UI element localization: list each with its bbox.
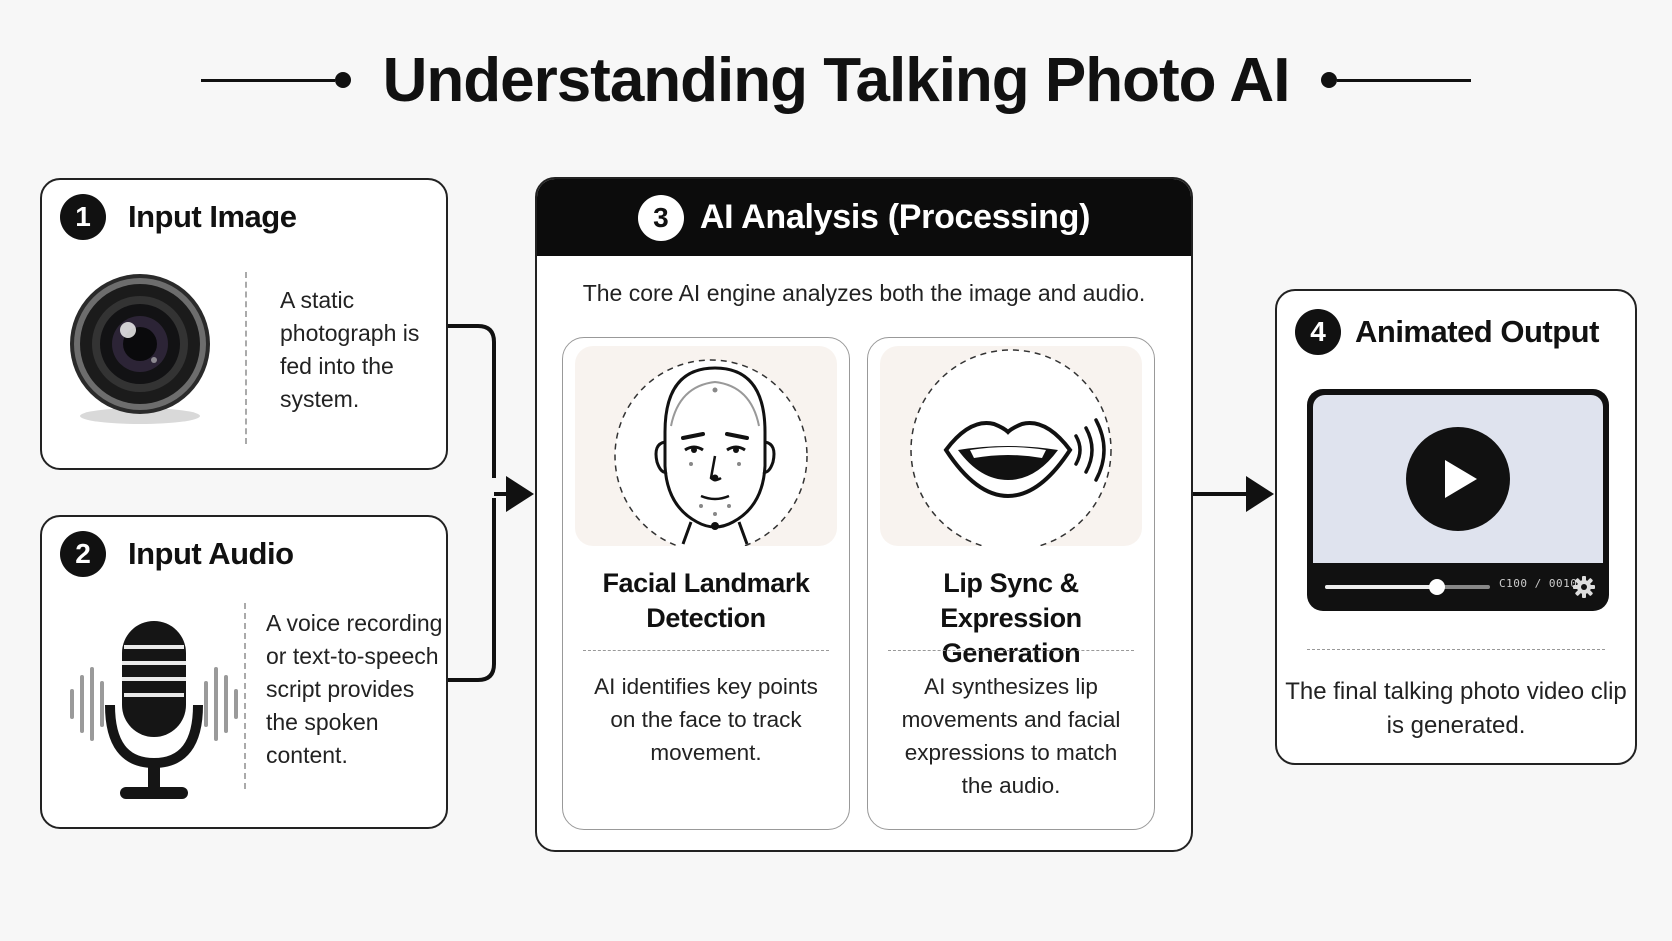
gear-icon[interactable] — [1572, 575, 1596, 599]
facial-landmark-title: Facial Landmark Detection — [602, 568, 810, 633]
step-badge: 4 — [1295, 309, 1341, 355]
lip-sync-description: AI synthesizes lip movements and facial … — [901, 674, 1121, 798]
lip-sync-art — [880, 346, 1142, 546]
animated-output-rule — [1307, 649, 1605, 650]
step-badge: 2 — [60, 531, 106, 577]
input-audio-divider — [244, 603, 246, 789]
play-icon — [1445, 460, 1477, 498]
title-decoration-right — [1321, 72, 1472, 88]
progress-slider[interactable] — [1325, 579, 1490, 595]
title-decoration-left — [200, 72, 351, 88]
input-image-card: 1 Input Image A static photograph is fed… — [40, 178, 448, 470]
animated-output-description: The final talking photo video clip is ge… — [1285, 678, 1627, 739]
lip-sync-rule — [888, 650, 1134, 651]
player-controls: С100 / 0010 — [1307, 563, 1609, 611]
arrow-to-output-icon — [1246, 476, 1274, 512]
facial-landmark-module: Facial Landmark Detection AI identifies … — [562, 337, 850, 830]
title-row: Understanding Talking Photo AI — [0, 40, 1672, 120]
ai-analysis-card: 3 AI Analysis (Processing) The core AI e… — [535, 177, 1193, 852]
camera-lens-icon — [70, 274, 210, 424]
animated-output-title: Animated Output — [1355, 314, 1599, 349]
page-title: Understanding Talking Photo AI — [382, 45, 1291, 115]
face-landmark-icon — [614, 359, 808, 546]
input-audio-title: Input Audio — [128, 536, 294, 571]
animated-output-header: 4 Animated Output — [1295, 309, 1599, 355]
input-audio-description: A voice recording or text-to-speech scri… — [266, 610, 443, 768]
input-audio-header: 2 Input Audio — [60, 531, 294, 577]
lips-sound-icon — [910, 349, 1112, 546]
input-image-title: Input Image — [128, 199, 297, 234]
video-screen — [1313, 395, 1603, 563]
lip-sync-title: Lip Sync & Expression Generation — [940, 568, 1082, 668]
arrow-to-processing-icon — [506, 476, 534, 512]
facial-landmark-description: AI identifies key points on the face to … — [594, 674, 818, 765]
lip-sync-module: Lip Sync & Expression Generation AI synt… — [867, 337, 1155, 830]
ai-analysis-header: 3 AI Analysis (Processing) — [537, 179, 1191, 256]
input-image-header: 1 Input Image — [60, 194, 297, 240]
progress-fill — [1325, 585, 1438, 589]
microphone-icon — [70, 621, 238, 799]
progress-knob[interactable] — [1429, 579, 1446, 595]
animated-output-card: 4 Animated Output С100 / 0010 — [1275, 289, 1637, 765]
video-player: С100 / 0010 — [1307, 389, 1609, 611]
facial-landmark-rule — [583, 650, 829, 651]
input-image-divider — [245, 272, 247, 444]
facial-landmark-art — [575, 346, 837, 546]
play-button[interactable] — [1406, 427, 1510, 531]
step-badge: 3 — [637, 194, 684, 241]
ai-analysis-title: AI Analysis (Processing) — [699, 198, 1091, 236]
input-audio-card: 2 Input Audio A voice recording or tex — [40, 515, 448, 829]
step-badge: 1 — [60, 194, 106, 240]
time-readout: С100 / 0010 — [1499, 577, 1578, 590]
input-image-description: A static photograph is fed into the syst… — [280, 287, 420, 412]
ai-analysis-subtitle: The core AI engine analyzes both the ima… — [582, 280, 1146, 306]
